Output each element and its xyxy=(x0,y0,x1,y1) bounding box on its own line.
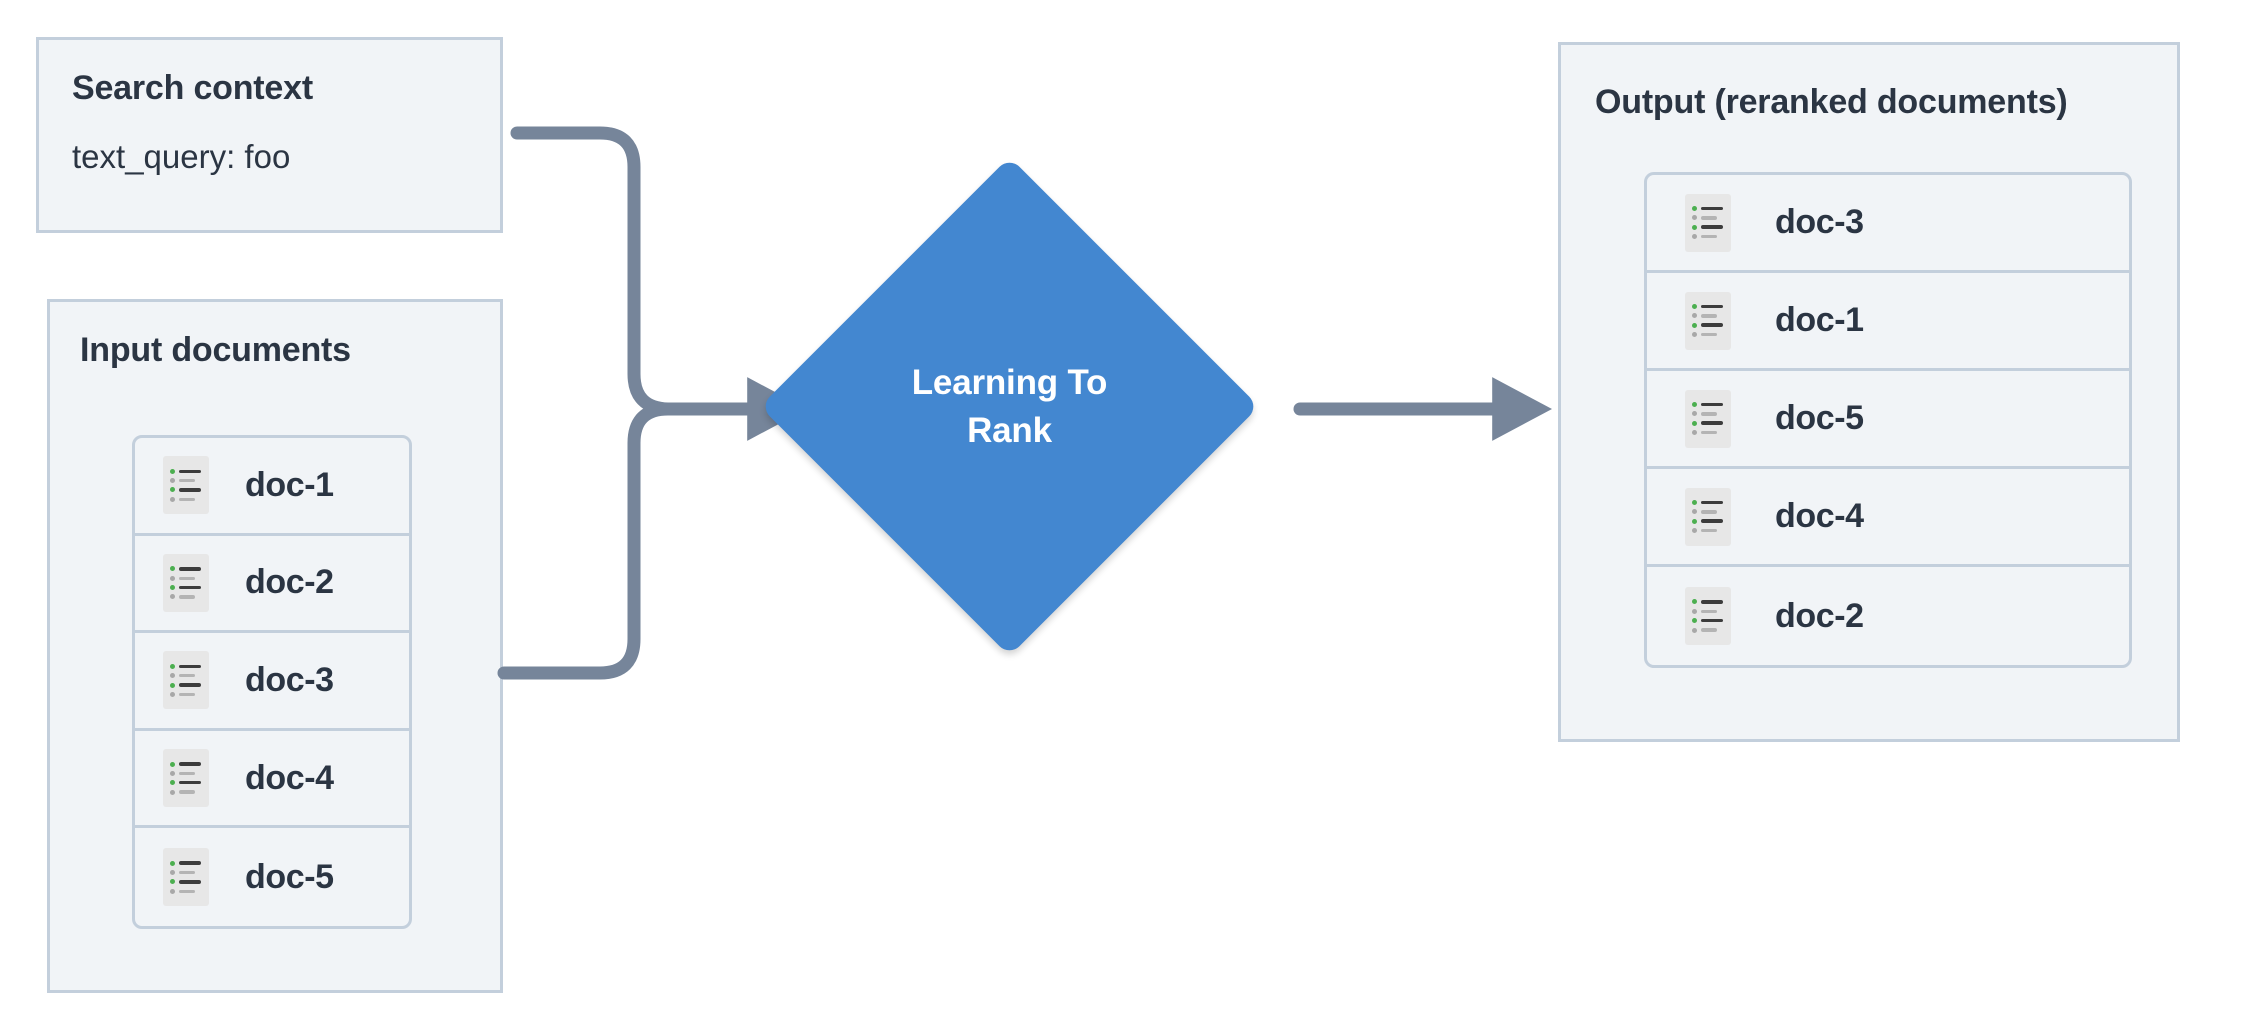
output-panel-title: Output (reranked documents) xyxy=(1595,83,2068,121)
document-list-icon xyxy=(163,456,209,515)
search-context-query: text_query: foo xyxy=(72,138,291,175)
list-item[interactable]: doc-4 xyxy=(135,731,409,829)
document-label: doc-1 xyxy=(1775,301,1864,339)
document-label: doc-3 xyxy=(1775,203,1864,241)
document-list-icon xyxy=(163,749,209,808)
document-label: doc-4 xyxy=(245,758,334,797)
document-label: doc-5 xyxy=(245,857,334,896)
document-label: doc-4 xyxy=(1775,497,1864,535)
document-list-icon xyxy=(163,651,209,710)
input-documents-title: Input documents xyxy=(80,331,351,369)
search-context-panel: Search context text_query: foo xyxy=(36,37,503,233)
document-label: doc-1 xyxy=(245,465,334,504)
input-documents-panel: Input documents doc-1 doc-2 xyxy=(47,299,503,993)
document-list-icon xyxy=(1685,193,1731,252)
list-item[interactable]: doc-2 xyxy=(135,536,409,634)
list-item[interactable]: doc-3 xyxy=(135,633,409,731)
document-label: doc-2 xyxy=(1775,596,1864,635)
output-panel: Output (reranked documents) doc-3 xyxy=(1558,42,2180,742)
search-context-title: Search context xyxy=(72,69,313,107)
output-document-list: doc-3 doc-1 doc-5 xyxy=(1644,172,2132,668)
list-item[interactable]: doc-2 xyxy=(1647,567,2129,665)
connector-input-documents-to-ltr xyxy=(497,402,675,680)
list-item[interactable]: doc-1 xyxy=(1647,273,2129,371)
document-label: doc-2 xyxy=(245,563,334,602)
document-list-icon xyxy=(1685,389,1731,448)
document-list-icon xyxy=(1685,291,1731,350)
list-item[interactable]: doc-5 xyxy=(135,828,409,926)
list-item[interactable]: doc-1 xyxy=(135,438,409,536)
document-label: doc-3 xyxy=(245,660,334,699)
list-item[interactable]: doc-3 xyxy=(1647,175,2129,273)
document-list-icon xyxy=(1685,487,1731,546)
list-item[interactable]: doc-4 xyxy=(1647,469,2129,567)
list-item[interactable]: doc-5 xyxy=(1647,371,2129,469)
document-list-icon xyxy=(163,848,209,907)
document-list-icon xyxy=(1685,587,1731,645)
learning-to-rank-node[interactable] xyxy=(759,156,1260,657)
connector-search-context-to-ltr xyxy=(510,126,675,416)
document-list-icon xyxy=(163,553,209,612)
document-label: doc-5 xyxy=(1775,399,1864,437)
input-document-list: doc-1 doc-2 doc-3 xyxy=(132,435,412,929)
